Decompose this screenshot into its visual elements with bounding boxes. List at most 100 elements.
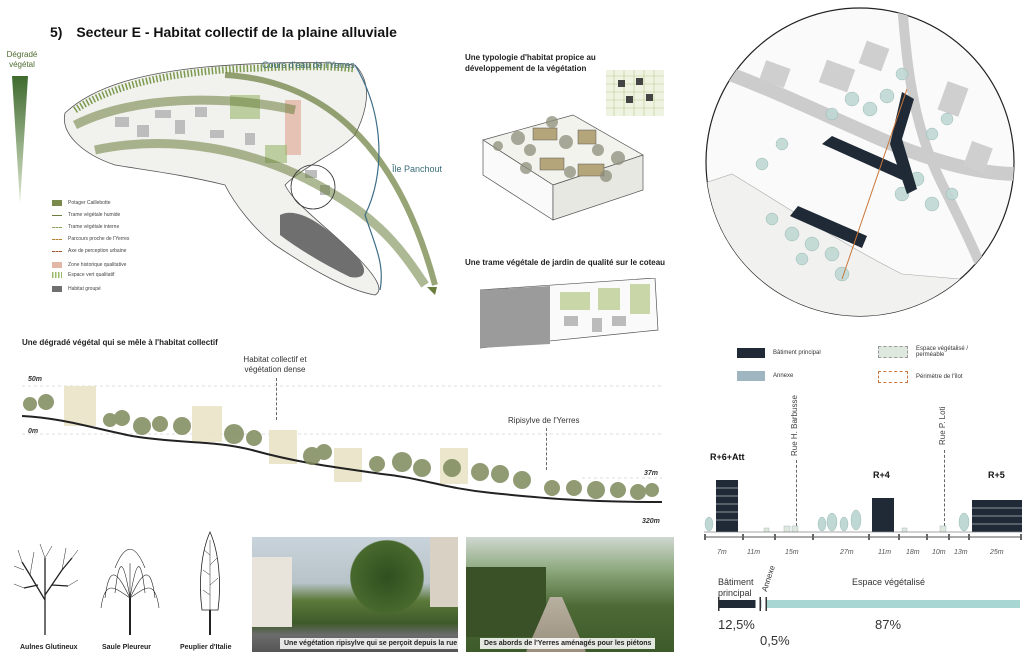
ripisylve-label: Ripisylve de l'Yerres — [508, 416, 580, 425]
photo-street: Une végétation ripisylve qui se perçoit … — [252, 537, 458, 652]
section-title: Secteur E - Habitat collectif de la plai… — [76, 24, 397, 40]
legend-swatch — [52, 214, 62, 216]
collective-pointer — [276, 378, 277, 420]
legend-swatch — [52, 262, 62, 268]
page-title: 5) Secteur E - Habitat collectif de la p… — [50, 24, 397, 40]
legend-item: Potager Caillebotte — [52, 200, 111, 206]
tree-name: Saule Pleureur — [102, 644, 152, 651]
legend-swatch — [52, 286, 62, 292]
share-bar-segment — [718, 600, 756, 608]
distance-label: 15m — [785, 549, 799, 556]
share-category-0: Bâtiment principal — [718, 577, 754, 598]
height-label: R+4 — [873, 470, 890, 480]
legend-label: Potager Caillebotte — [68, 200, 111, 206]
legend-label: Espace végétalisé / perméable — [916, 346, 969, 358]
height-label: R+5 — [988, 470, 1005, 480]
distance-label: 27m — [840, 549, 854, 556]
height-label: R+6+Att — [710, 452, 745, 462]
legend-item: Axe de perception urbaine — [52, 248, 126, 254]
typology-title: Une typologie d'habitat propice au dével… — [465, 53, 596, 73]
legend-item: Espace vert qualitatif — [52, 272, 114, 278]
alt-bottom: 0m — [28, 428, 39, 435]
legend-swatch — [52, 272, 62, 278]
legend-item: Espace végétalisé / perméable — [878, 346, 998, 358]
legend-swatch — [52, 250, 62, 252]
section-title: Une dégradé végétal qui se mêle à l'habi… — [22, 338, 218, 347]
legend-item: Annexe — [737, 371, 793, 381]
tree-peuplier-illustration — [200, 531, 220, 635]
photo-tree-mass — [342, 537, 432, 617]
section-number: 5) — [50, 24, 63, 40]
gradient-wedge — [12, 76, 28, 204]
site-map — [63, 61, 438, 296]
legend-swatch — [52, 226, 62, 228]
legend-item: Périmètre de l'îlot — [878, 371, 963, 383]
share-bar-segment — [765, 600, 1020, 608]
legend-swatch — [878, 371, 908, 383]
street-label: Rue P. Loti — [938, 406, 947, 445]
river-label: Cours d'eau de l'Yerres — [262, 60, 355, 70]
circular-plan — [705, 7, 1015, 317]
distance-label: 18m — [906, 549, 920, 556]
legend-label: Habitat groupé — [68, 286, 101, 292]
photo-caption: Des abords de l'Yerres aménagés pour les… — [480, 638, 656, 649]
street-section-drawing — [704, 480, 1022, 540]
collective-label: Habitat collectif et végétation dense — [243, 355, 307, 374]
distance-label: 13m — [954, 549, 968, 556]
legend-label: Bâtiment principal — [773, 350, 821, 356]
share-bar-chart — [718, 597, 1020, 611]
photo-hedge — [466, 567, 546, 637]
garden-title: Une trame végétale de jardin de qualité … — [465, 258, 666, 267]
share-value-0: 12,5% — [718, 617, 755, 632]
legend-label: Annexe — [773, 373, 794, 379]
legend-swatch — [737, 371, 765, 381]
distance-label: 25m — [990, 549, 1004, 556]
distance-label: 10m — [932, 549, 946, 556]
share-bar-tick — [759, 597, 761, 611]
share-bar-tick — [765, 597, 767, 611]
legend-item: Trame végétale humide — [52, 212, 120, 218]
gradient-label: Dégradé végétal — [6, 50, 38, 69]
photo-caption: Une végétation ripisylve qui se perçoit … — [280, 638, 458, 649]
alt-top: 50m — [28, 376, 43, 383]
legend-item: Trame végétale interne — [52, 224, 119, 230]
distance-label: 11m — [747, 549, 761, 556]
ripisylve-pointer — [546, 428, 547, 470]
photo-building — [252, 557, 292, 627]
legend-swatch — [52, 200, 62, 206]
legend-label: Axe de perception urbaine — [68, 248, 127, 254]
legend-swatch — [52, 238, 62, 240]
legend-label: Trame végétale interne — [68, 224, 120, 230]
share-value-2: 87% — [875, 617, 902, 632]
photo-path: Des abords de l'Yerres aménagés pour les… — [466, 537, 674, 652]
garden-plan — [480, 278, 659, 349]
tree-aulne-illustration — [13, 543, 79, 635]
typology-axonometric — [482, 114, 644, 221]
share-category-1: Annexe — [760, 564, 777, 593]
distance-label: 7m — [717, 549, 727, 556]
share-value-1: 0,5% — [760, 633, 790, 648]
legend-item: Habitat groupé — [52, 286, 101, 292]
legend-item: Bâtiment principal — [737, 348, 821, 358]
street-pointer — [944, 450, 945, 526]
legend-label: Espace vert qualitatif — [68, 272, 115, 278]
tree-saule-illustration — [100, 548, 160, 635]
legend-swatch — [878, 346, 908, 358]
legend-label: Parcours proche de l'Yerres — [68, 236, 130, 242]
distance-label: 11m — [878, 549, 892, 556]
legend-swatch — [737, 348, 765, 358]
legend-label: Périmètre de l'îlot — [916, 374, 963, 380]
tree-name: Aulnes Glutineux — [20, 644, 78, 651]
legend-label: Zone historique qualitative — [68, 262, 127, 268]
typology-grid-icon — [606, 70, 664, 116]
legend-item: Zone historique qualitative — [52, 262, 126, 268]
photo-right-building — [430, 537, 458, 607]
island-label: Île Panchout — [392, 164, 443, 174]
street-pointer — [796, 460, 797, 526]
alt-right: 37m — [644, 470, 659, 477]
share-bar-tick — [718, 597, 720, 611]
share-category-2: Espace végétalisé — [852, 577, 926, 587]
terrain-section — [22, 385, 662, 503]
street-label: Rue H. Barbusse — [790, 395, 799, 456]
legend-label: Trame végétale humide — [68, 212, 121, 218]
